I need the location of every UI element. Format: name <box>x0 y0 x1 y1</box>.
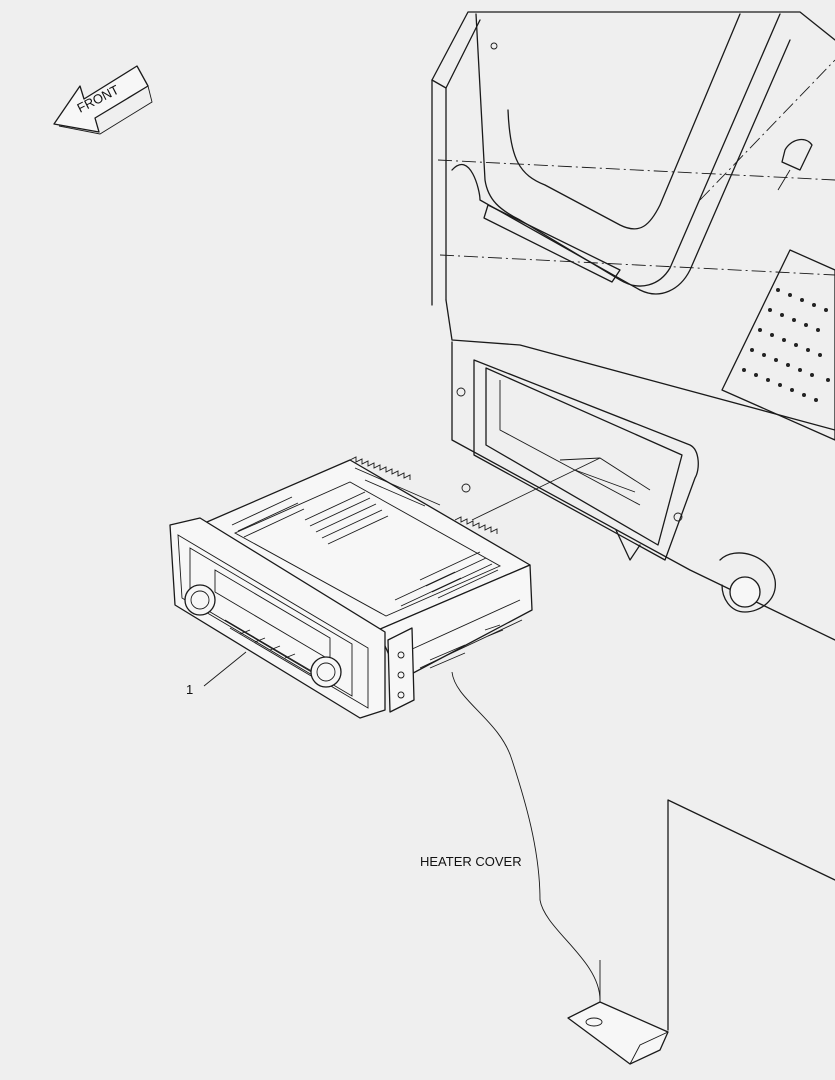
speaker-grille <box>742 288 830 402</box>
heater-cover <box>451 671 835 1065</box>
right-knob-icon <box>310 656 342 688</box>
radio-unit <box>169 456 533 719</box>
callout-leader-line <box>203 651 247 687</box>
left-knob-icon <box>184 584 216 616</box>
vent-slots <box>231 467 499 607</box>
part-callout-1: 1 <box>186 682 193 697</box>
heater-cover-label: HEATER COVER <box>420 854 522 869</box>
cab-dashboard-panel <box>431 11 835 641</box>
front-arrow-icon: FRONT <box>53 65 153 135</box>
